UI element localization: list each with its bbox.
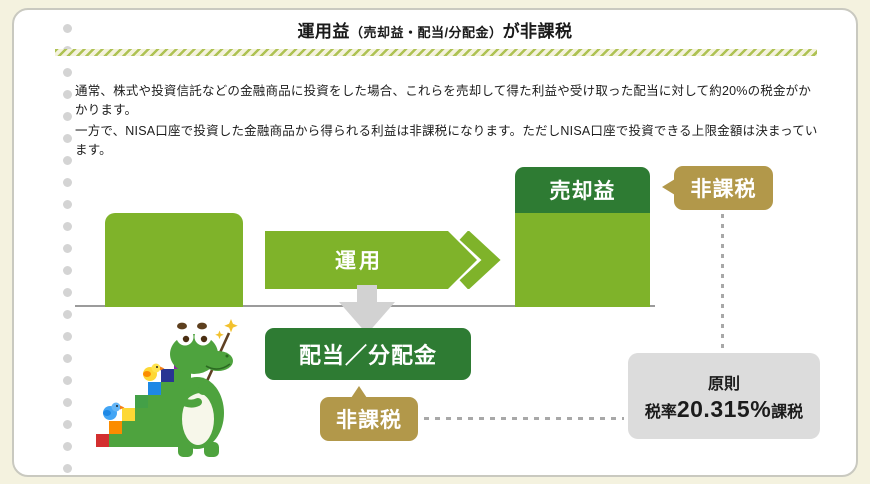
binder-dot [63, 398, 72, 407]
operation-label: 運用 [335, 250, 383, 273]
binder-dot [63, 134, 72, 143]
page-title: 運用益（売却益・配当/分配金）が非課税 [0, 17, 870, 42]
crocodile-mascot-icon [96, 319, 238, 457]
binder-dot [63, 156, 72, 165]
tax-free-top-label: 非課税 [690, 178, 757, 201]
binder-dot [63, 288, 72, 297]
binder-dot [63, 200, 72, 209]
binder-dot [63, 68, 72, 77]
binder-dot [63, 90, 72, 99]
intro-paragraph-2: 一方で、NISA口座で投資した金融商品から得られる利益は非課税になります。ただし… [75, 124, 818, 157]
binder-dot [63, 464, 72, 473]
dashed-connector-vertical [721, 214, 724, 350]
binder-dot [63, 222, 72, 231]
operation-arrow-band: 運用 [265, 231, 510, 289]
tax-rule-line1: 原則 [707, 375, 740, 393]
dividend-label: 配当／分配金 [298, 343, 437, 368]
binder-dot [63, 244, 72, 253]
hatched-divider [55, 49, 817, 56]
title-paren: （売却益・配当/分配金） [349, 25, 503, 40]
binder-dot [63, 354, 72, 363]
tax-rule-suffix: 課税 [771, 403, 804, 421]
bubble-tail-left [662, 179, 675, 195]
binder-dot [63, 178, 72, 187]
binder-dot [63, 442, 72, 451]
binder-dot [63, 310, 72, 319]
sale-gain-bar: 売却益 [515, 167, 650, 307]
bubble-tail-up [351, 386, 367, 398]
tax-rule-prefix: 税率 [644, 403, 677, 421]
tax-free-bubble-top: 非課税 [662, 166, 773, 210]
title-suffix: が非課税 [502, 22, 573, 41]
down-arrow-icon [339, 285, 395, 334]
title-main: 運用益 [297, 22, 350, 41]
chevron-arrow-icon [265, 231, 501, 289]
sale-gain-principal [515, 213, 650, 307]
principal-bar [105, 213, 243, 307]
binder-dot [63, 112, 72, 121]
tax-free-bottom-label: 非課税 [336, 409, 402, 432]
binder-dot [63, 24, 72, 33]
binder-dot [63, 332, 72, 341]
dividend-box: 配当／分配金 [265, 328, 471, 380]
binder-dot [63, 376, 72, 385]
tax-rule-rate: 20.315% [676, 395, 772, 422]
tax-free-bubble-bottom: 非課税 [320, 386, 418, 441]
dashed-connector-horizontal [424, 417, 624, 420]
sale-gain-label: 売却益 [515, 167, 650, 213]
binder-dots [63, 24, 72, 473]
binder-dot [63, 266, 72, 275]
intro-paragraph-1: 通常、株式や投資信託などの金融商品に投資をした場合、これらを売却して得た利益や受… [75, 84, 812, 117]
binder-dot [63, 420, 72, 429]
